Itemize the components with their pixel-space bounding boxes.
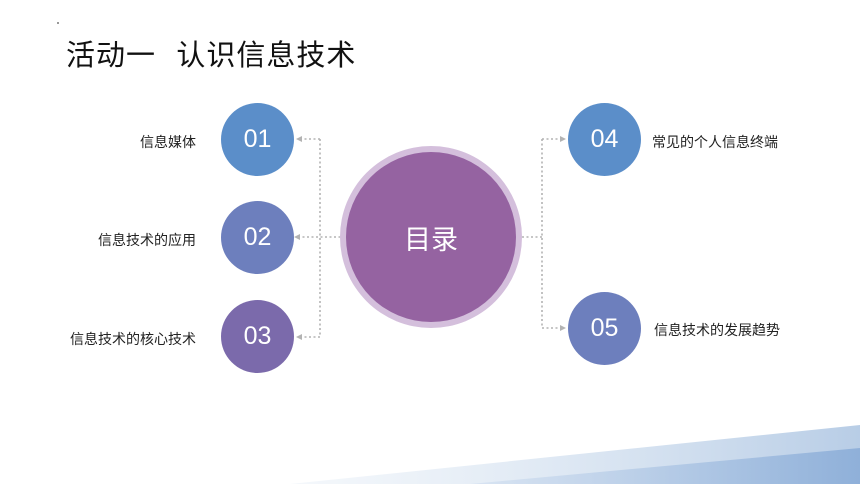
item-label-01: 信息媒体 bbox=[140, 135, 196, 151]
item-label-02: 信息技术的应用 bbox=[98, 233, 196, 249]
arrowhead-04 bbox=[560, 136, 566, 142]
arrowhead-01 bbox=[296, 136, 302, 142]
arrowhead-03 bbox=[296, 334, 302, 340]
item-circle-01: 01 bbox=[221, 103, 294, 176]
item-label-03: 信息技术的核心技术 bbox=[70, 332, 196, 348]
item-circle-05: 05 bbox=[568, 292, 641, 365]
item-circle-02: 02 bbox=[221, 201, 294, 274]
corner-dot bbox=[57, 22, 59, 24]
arrowhead-05 bbox=[560, 325, 566, 331]
item-label-04: 常见的个人信息终端 bbox=[652, 135, 778, 151]
item-number: 02 bbox=[243, 223, 272, 251]
item-circle-03: 03 bbox=[221, 300, 294, 373]
stripe-dark bbox=[470, 448, 860, 484]
slide-title: 活动一 认识信息技术 bbox=[66, 38, 357, 72]
item-number: 03 bbox=[243, 322, 272, 350]
item-circle-04: 04 bbox=[568, 103, 641, 176]
item-number: 01 bbox=[243, 125, 272, 153]
center-label: 目录 bbox=[404, 224, 458, 256]
item-number: 04 bbox=[590, 125, 619, 153]
center-circle: 目录 bbox=[346, 152, 516, 322]
item-number: 05 bbox=[590, 314, 619, 342]
arrowhead-02 bbox=[294, 234, 300, 240]
item-label-05: 信息技术的发展趋势 bbox=[654, 323, 780, 339]
